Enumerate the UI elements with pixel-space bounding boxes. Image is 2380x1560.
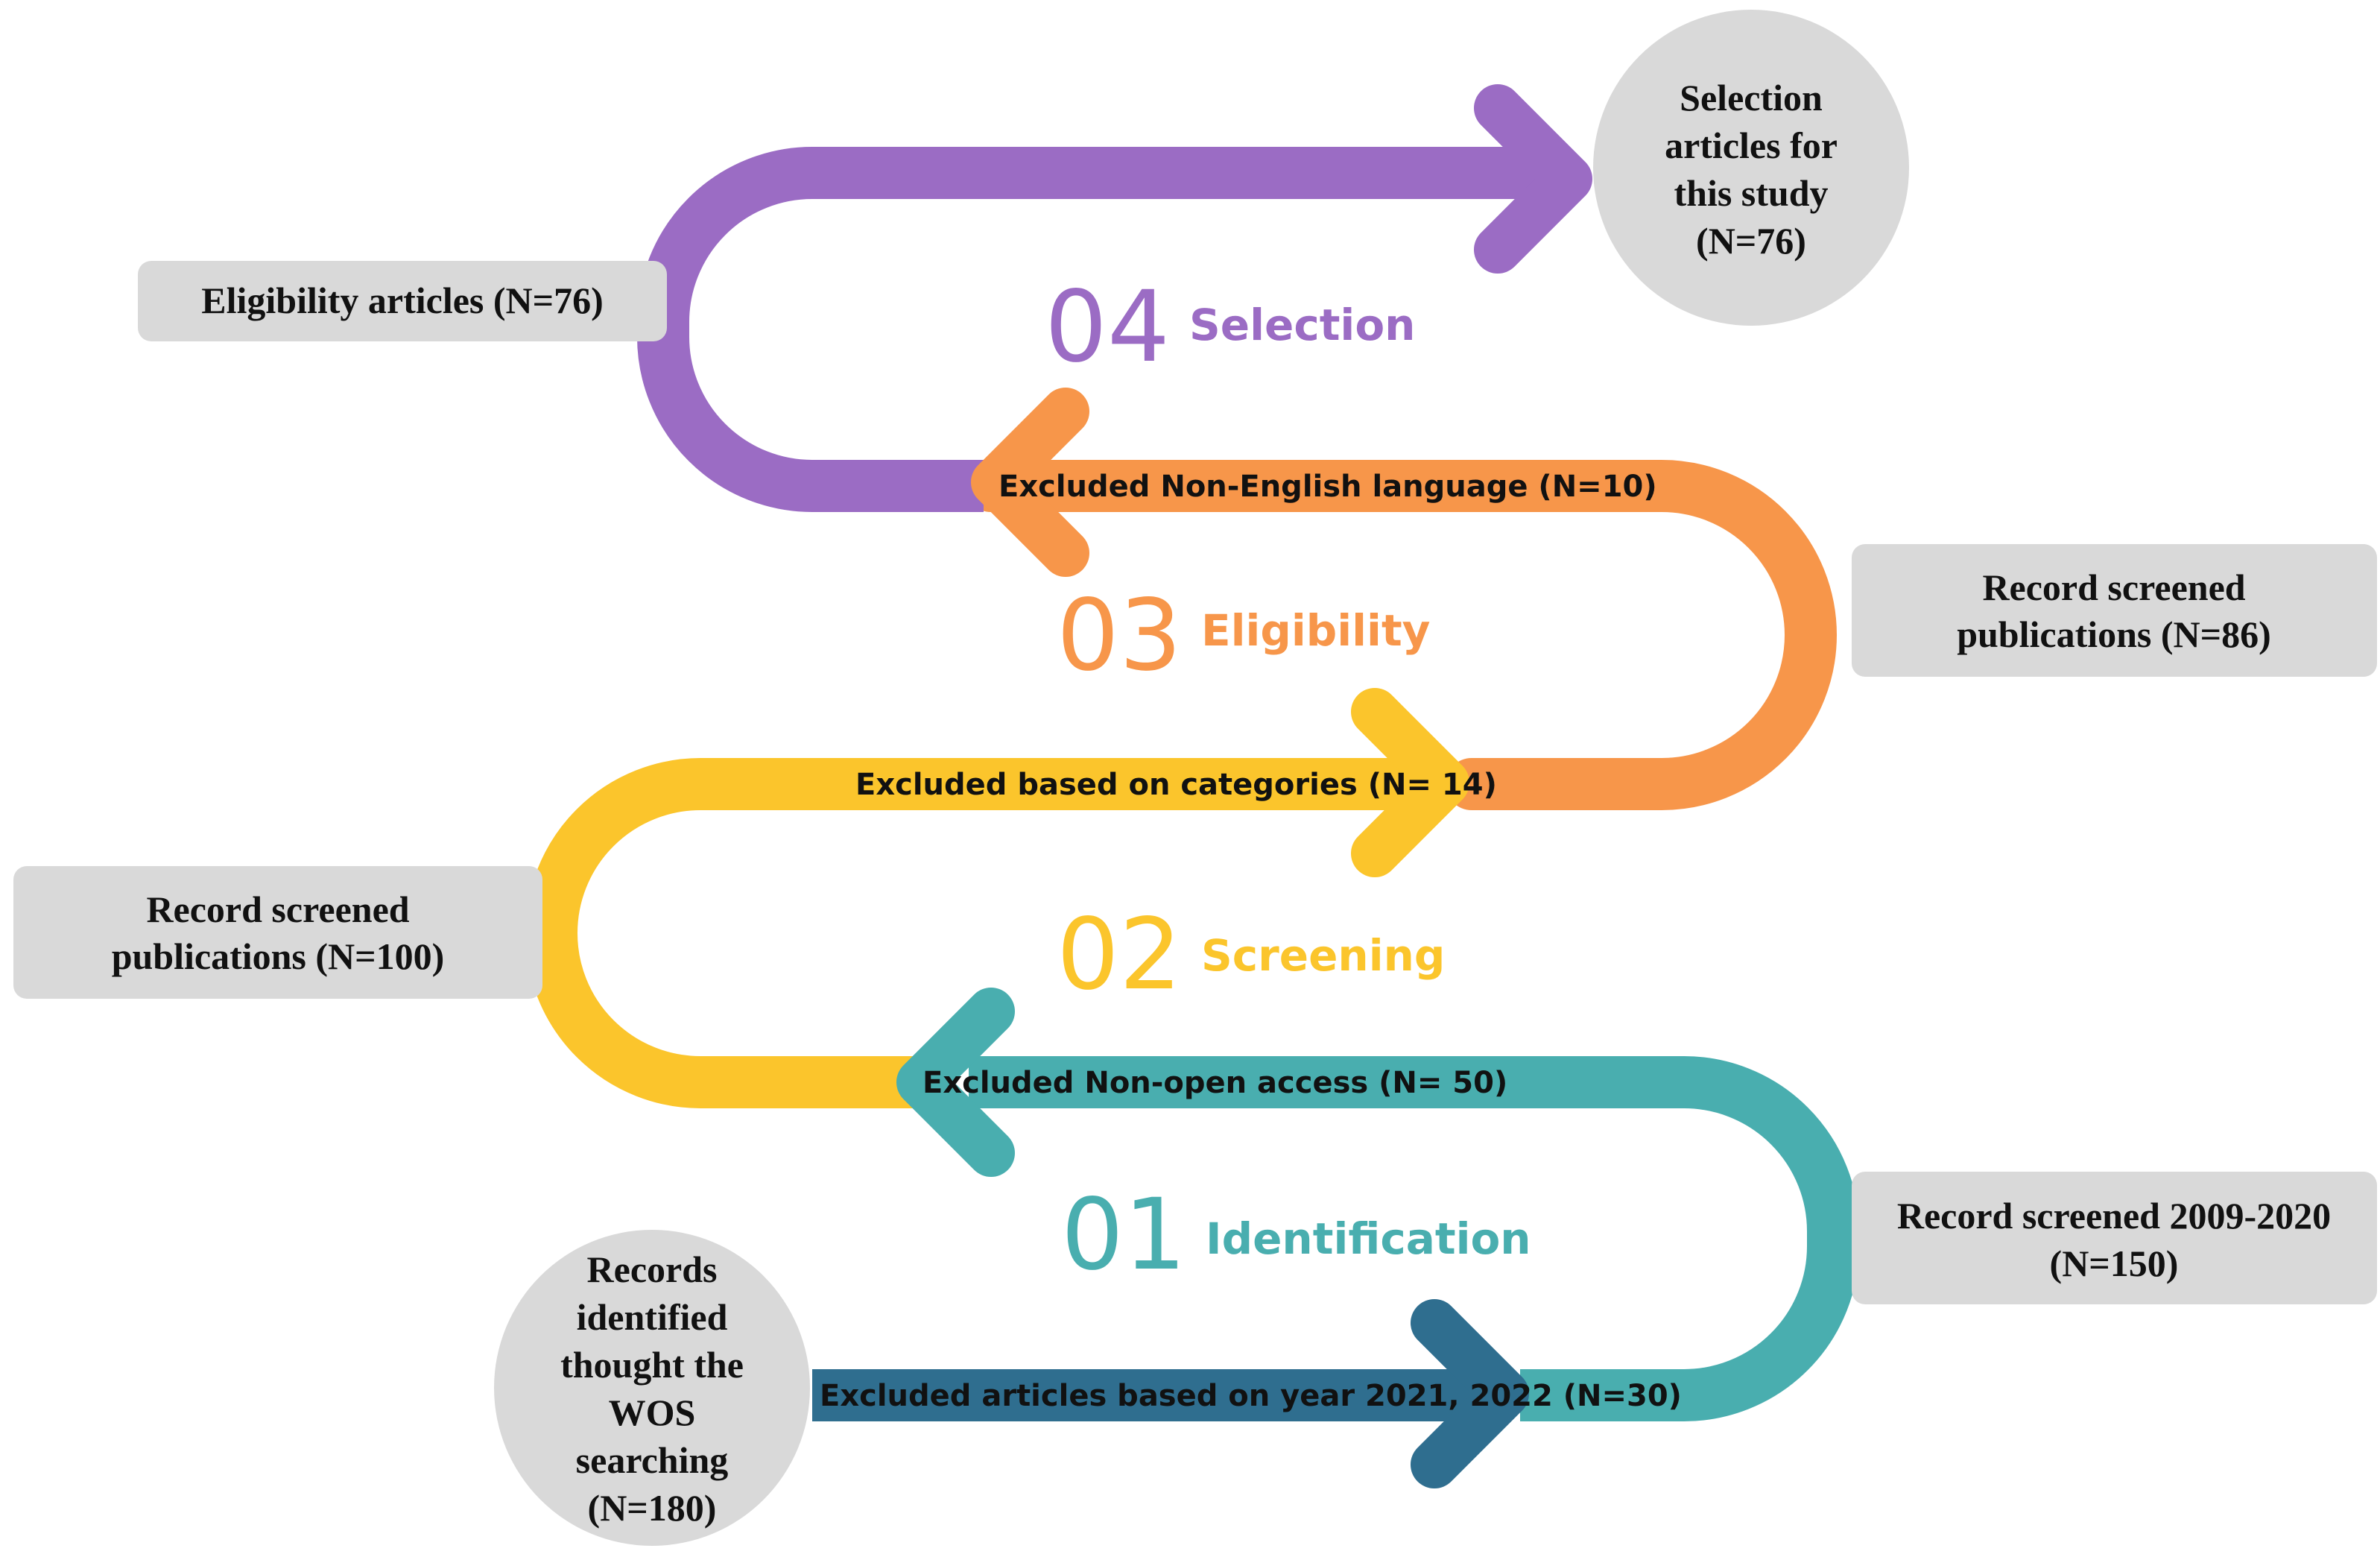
label-excluded-year: Excluded articles based on year 2021, 20… [820, 1379, 1682, 1413]
record-screened-150-box [1852, 1172, 2377, 1304]
record-86-line-1: Record screened [1982, 566, 2245, 608]
screening-track [525, 758, 1416, 1108]
stage-03-name: Eligibility [1201, 605, 1430, 656]
entry-arrowhead [1411, 1299, 1529, 1488]
identification-arrowhead [896, 988, 1015, 1177]
selection-articles-circle [1593, 10, 1909, 326]
record-screened-100-box [13, 866, 542, 999]
identification-track [969, 1056, 1859, 1421]
record-100-line-1: Record screened [146, 888, 409, 930]
stage-04-name: Selection [1189, 300, 1415, 350]
label-excluded-categories: Excluded based on categories (N= 14) [855, 768, 1497, 802]
records-identified-line-3: thought the [560, 1344, 744, 1386]
stage-04-number: 04 [1045, 270, 1170, 385]
selection-arrowhead [1474, 84, 1592, 274]
stage-01-name: Identification [1206, 1213, 1531, 1264]
stage-01-number: 01 [1061, 1178, 1186, 1292]
eligibility-articles-text: Eligibility articles (N=76) [201, 280, 604, 321]
records-identified-line-1: Records [587, 1248, 718, 1290]
records-identified-circle [494, 1230, 810, 1546]
records-identified-line-6: (N=180) [588, 1487, 717, 1529]
stage-02-number: 02 [1057, 897, 1182, 1012]
records-identified-line-4: WOS [609, 1392, 696, 1433]
record-100-line-2: publications (N=100) [112, 935, 445, 977]
stage-03-number: 03 [1057, 578, 1182, 693]
record-screened-86-box [1852, 544, 2377, 677]
stage-02-name: Screening [1201, 930, 1445, 981]
selection-circle-line-3: this study [1674, 172, 1828, 214]
record-150-line-2: (N=150) [2050, 1242, 2179, 1284]
selection-circle-line-1: Selection [1680, 77, 1823, 119]
label-excluded-non-english: Excluded Non-English language (N=10) [998, 470, 1657, 504]
eligibility-arrowhead [971, 388, 1089, 577]
records-identified-line-2: identified [577, 1296, 728, 1338]
label-excluded-non-open-access: Excluded Non-open access (N= 50) [922, 1066, 1507, 1100]
eligibility-articles-box [138, 261, 667, 341]
eligibility-track [965, 460, 1838, 810]
records-identified-line-5: searching [576, 1439, 729, 1481]
screening-arrowhead [1351, 688, 1469, 877]
selection-circle-line-4: (N=76) [1696, 220, 1806, 262]
selection-circle-line-2: articles for [1665, 124, 1838, 166]
record-150-line-1: Record screened 2009-2020 [1897, 1195, 2331, 1237]
record-86-line-2: publications (N=86) [1957, 613, 2271, 655]
